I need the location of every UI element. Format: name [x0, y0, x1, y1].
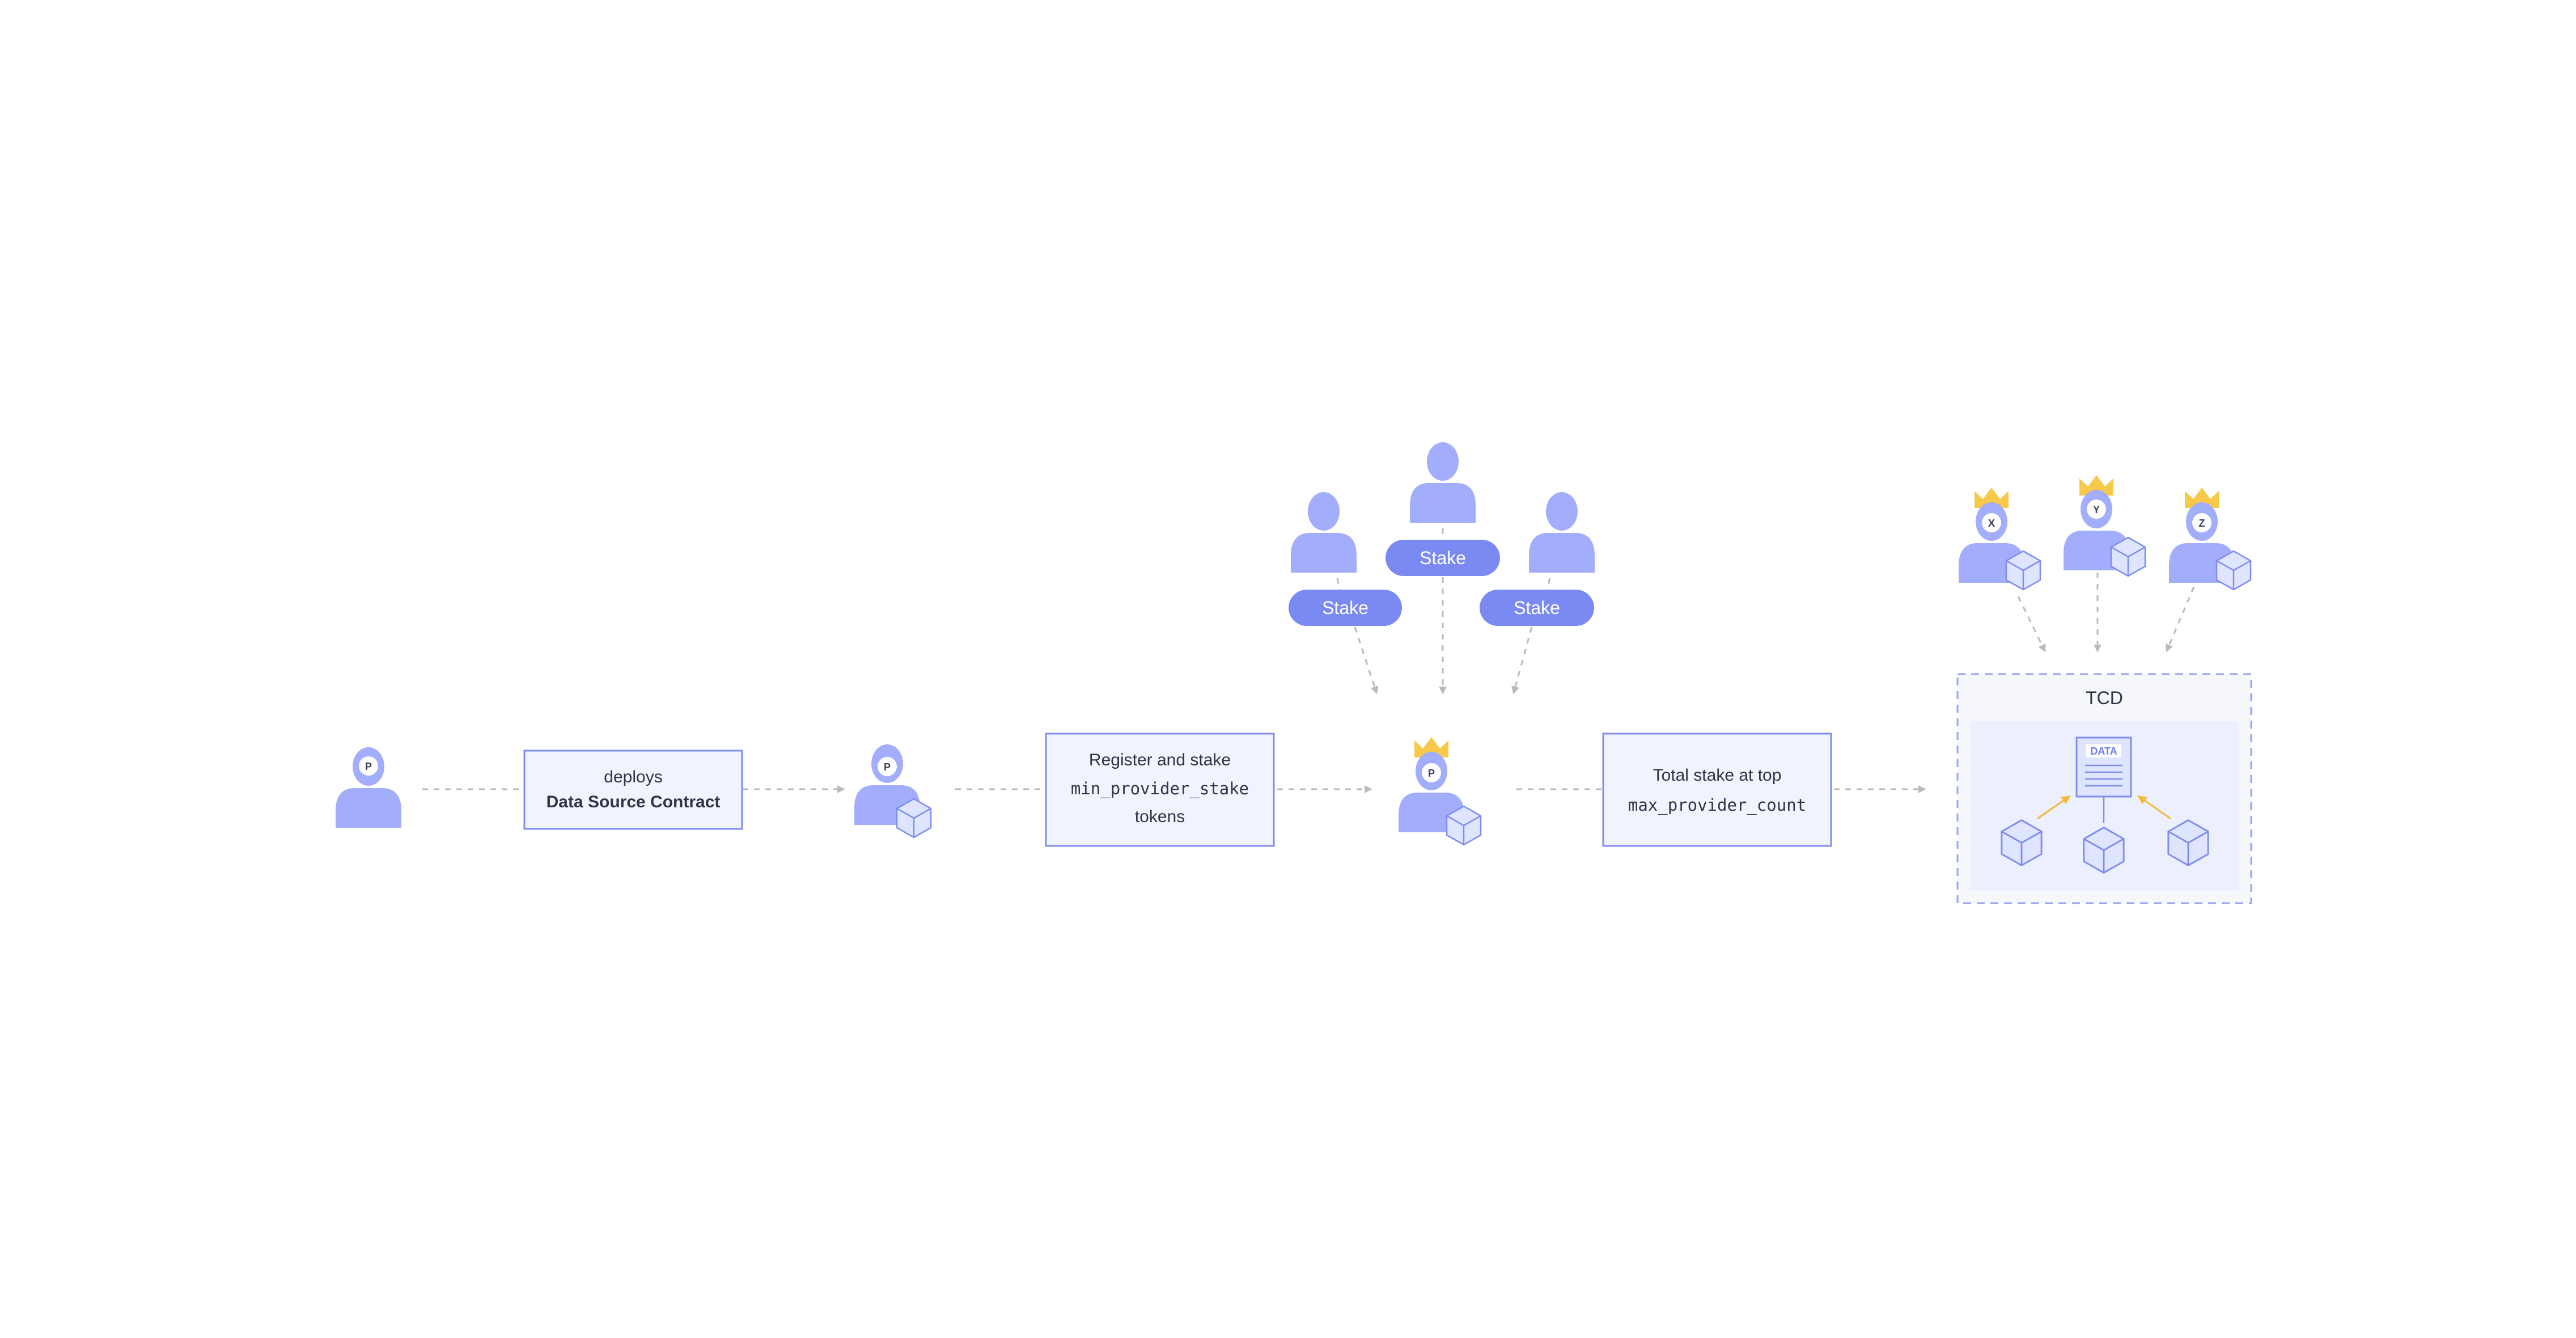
- staker-left: Stake: [1289, 492, 1402, 626]
- provider-badge-z-label: Z: [2199, 518, 2205, 529]
- data-document-icon: DATA: [2075, 736, 2132, 798]
- provider-badge-label: P: [1428, 768, 1435, 779]
- stake-pill-left: [1289, 590, 1402, 626]
- connector-right-stake: [1511, 626, 1533, 695]
- tcd-link-right: [2137, 795, 2171, 820]
- connector-left-stake: [1354, 626, 1379, 695]
- stake-pill-center: [1386, 540, 1500, 576]
- provider-z: Z: [2169, 488, 2252, 591]
- stake-pill-right: [1480, 590, 1594, 626]
- connector-z-to-tcd: [2165, 586, 2195, 653]
- tcd-title: TCD: [2086, 688, 2123, 708]
- provider-badge: [359, 756, 378, 776]
- provider-badge-label: P: [884, 761, 891, 773]
- stake-pill-center-label: Stake: [1420, 548, 1466, 568]
- tcd-container: TCD DATA: [1956, 673, 2252, 904]
- total-stake-box: Total stake at top max_provider_count: [1602, 732, 1832, 847]
- deploy-box: deploys Data Source Contract: [523, 750, 743, 830]
- register-box-line1: Register and stake: [1089, 751, 1231, 769]
- provider-with-contract: P: [854, 744, 932, 839]
- provider-badge-x: [1982, 513, 2001, 532]
- provider-x: X: [1959, 488, 2041, 591]
- total-box-line2: max_provider_count: [1628, 795, 1806, 815]
- provider-badge-label: P: [365, 761, 372, 772]
- person-icon: [1410, 442, 1476, 523]
- provider-badge: [878, 757, 897, 776]
- deploy-box-line2: Data Source Contract: [546, 793, 721, 811]
- person-icon: [1529, 492, 1595, 573]
- staker-center: Stake: [1386, 442, 1500, 576]
- provider-badge: [1422, 763, 1441, 782]
- stake-connectors: [1334, 517, 1553, 695]
- person-icon: [1291, 492, 1357, 573]
- deploy-box-line1: deploys: [604, 768, 662, 786]
- provider-badge-y-label: Y: [2093, 504, 2100, 515]
- stake-pill-right-label: Stake: [1514, 598, 1560, 618]
- provider-badge-y: [2087, 499, 2106, 519]
- data-document-label: DATA: [2090, 746, 2117, 757]
- deployer-person: P: [336, 747, 401, 828]
- staker-right: Stake: [1480, 492, 1595, 626]
- stake-pill-left-label: Stake: [1322, 598, 1368, 618]
- total-box-line1: Total stake at top: [1653, 766, 1782, 785]
- register-box-line2: min_provider_stake: [1071, 779, 1249, 799]
- provider-to-tcd-connectors: [2017, 573, 2195, 653]
- crowned-provider: P: [1399, 737, 1482, 846]
- provider-y: Y: [2064, 475, 2146, 577]
- register-box-line3: tokens: [1135, 807, 1185, 826]
- tcd-link-left: [2037, 795, 2071, 820]
- register-box: Register and stake min_provider_stake to…: [1045, 732, 1275, 847]
- provider-badge-x-label: X: [1988, 518, 1995, 529]
- provider-badge-z: [2192, 513, 2211, 532]
- connector-x-to-tcd: [2017, 596, 2046, 653]
